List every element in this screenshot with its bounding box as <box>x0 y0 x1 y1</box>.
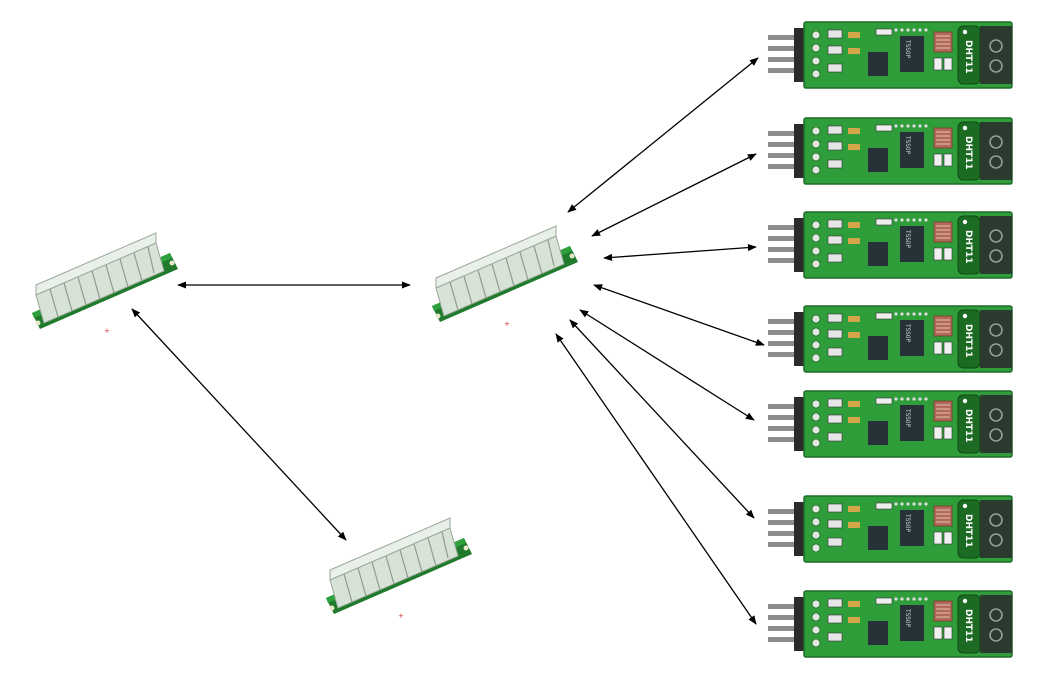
chip-marking: TSSOP <box>904 409 911 427</box>
sensor-label: DHT11 <box>963 230 973 264</box>
sensor-label: DHT11 <box>963 136 973 170</box>
connection-arrows <box>131 57 765 625</box>
chip-marking: TSSOP <box>904 514 911 532</box>
bidirectional-arrow-6 <box>593 284 765 346</box>
sensor-label: DHT11 <box>963 40 973 74</box>
chip-marking: TSSOP <box>904 136 911 154</box>
bidirectional-arrow-9 <box>555 333 757 625</box>
sensor-module-6: DHT11 TSSOP <box>767 495 1013 563</box>
sensor-module-3: DHT11 TSSOP <box>767 211 1013 279</box>
chip-marking: TSSOP <box>904 40 911 58</box>
sensor-modules: DHT11TSSOPDHT11TSSOPDHT11TSSOPDHT11TSSOP… <box>767 21 1013 658</box>
bidirectional-arrow-7 <box>579 309 755 421</box>
chip-marking: TSSOP <box>904 230 911 248</box>
bidirectional-arrow-5 <box>603 243 757 262</box>
bidirectional-arrow-3 <box>567 57 759 213</box>
hub-center <box>431 225 579 329</box>
bidirectional-arrow-4 <box>591 153 757 237</box>
sensor-label: DHT11 <box>963 324 973 358</box>
sensor-module-5: DHT11 TSSOP <box>767 390 1013 458</box>
sensor-module-4: DHT11 TSSOP <box>767 305 1013 373</box>
hub-left <box>31 232 179 336</box>
sensor-module-2: DHT11 TSSOP <box>767 117 1013 185</box>
sensor-label: DHT11 <box>963 409 973 443</box>
sensor-label: DHT11 <box>963 609 973 643</box>
sensor-label: DHT11 <box>963 514 973 548</box>
sensor-module-1: DHT11 TSSOP <box>767 21 1013 89</box>
sensor-module-7: DHT11 TSSOP <box>767 590 1013 658</box>
hub-bottom <box>325 517 473 621</box>
chip-marking: TSSOP <box>904 609 911 627</box>
bidirectional-arrow-2 <box>131 308 347 541</box>
chip-marking: TSSOP <box>904 324 911 342</box>
